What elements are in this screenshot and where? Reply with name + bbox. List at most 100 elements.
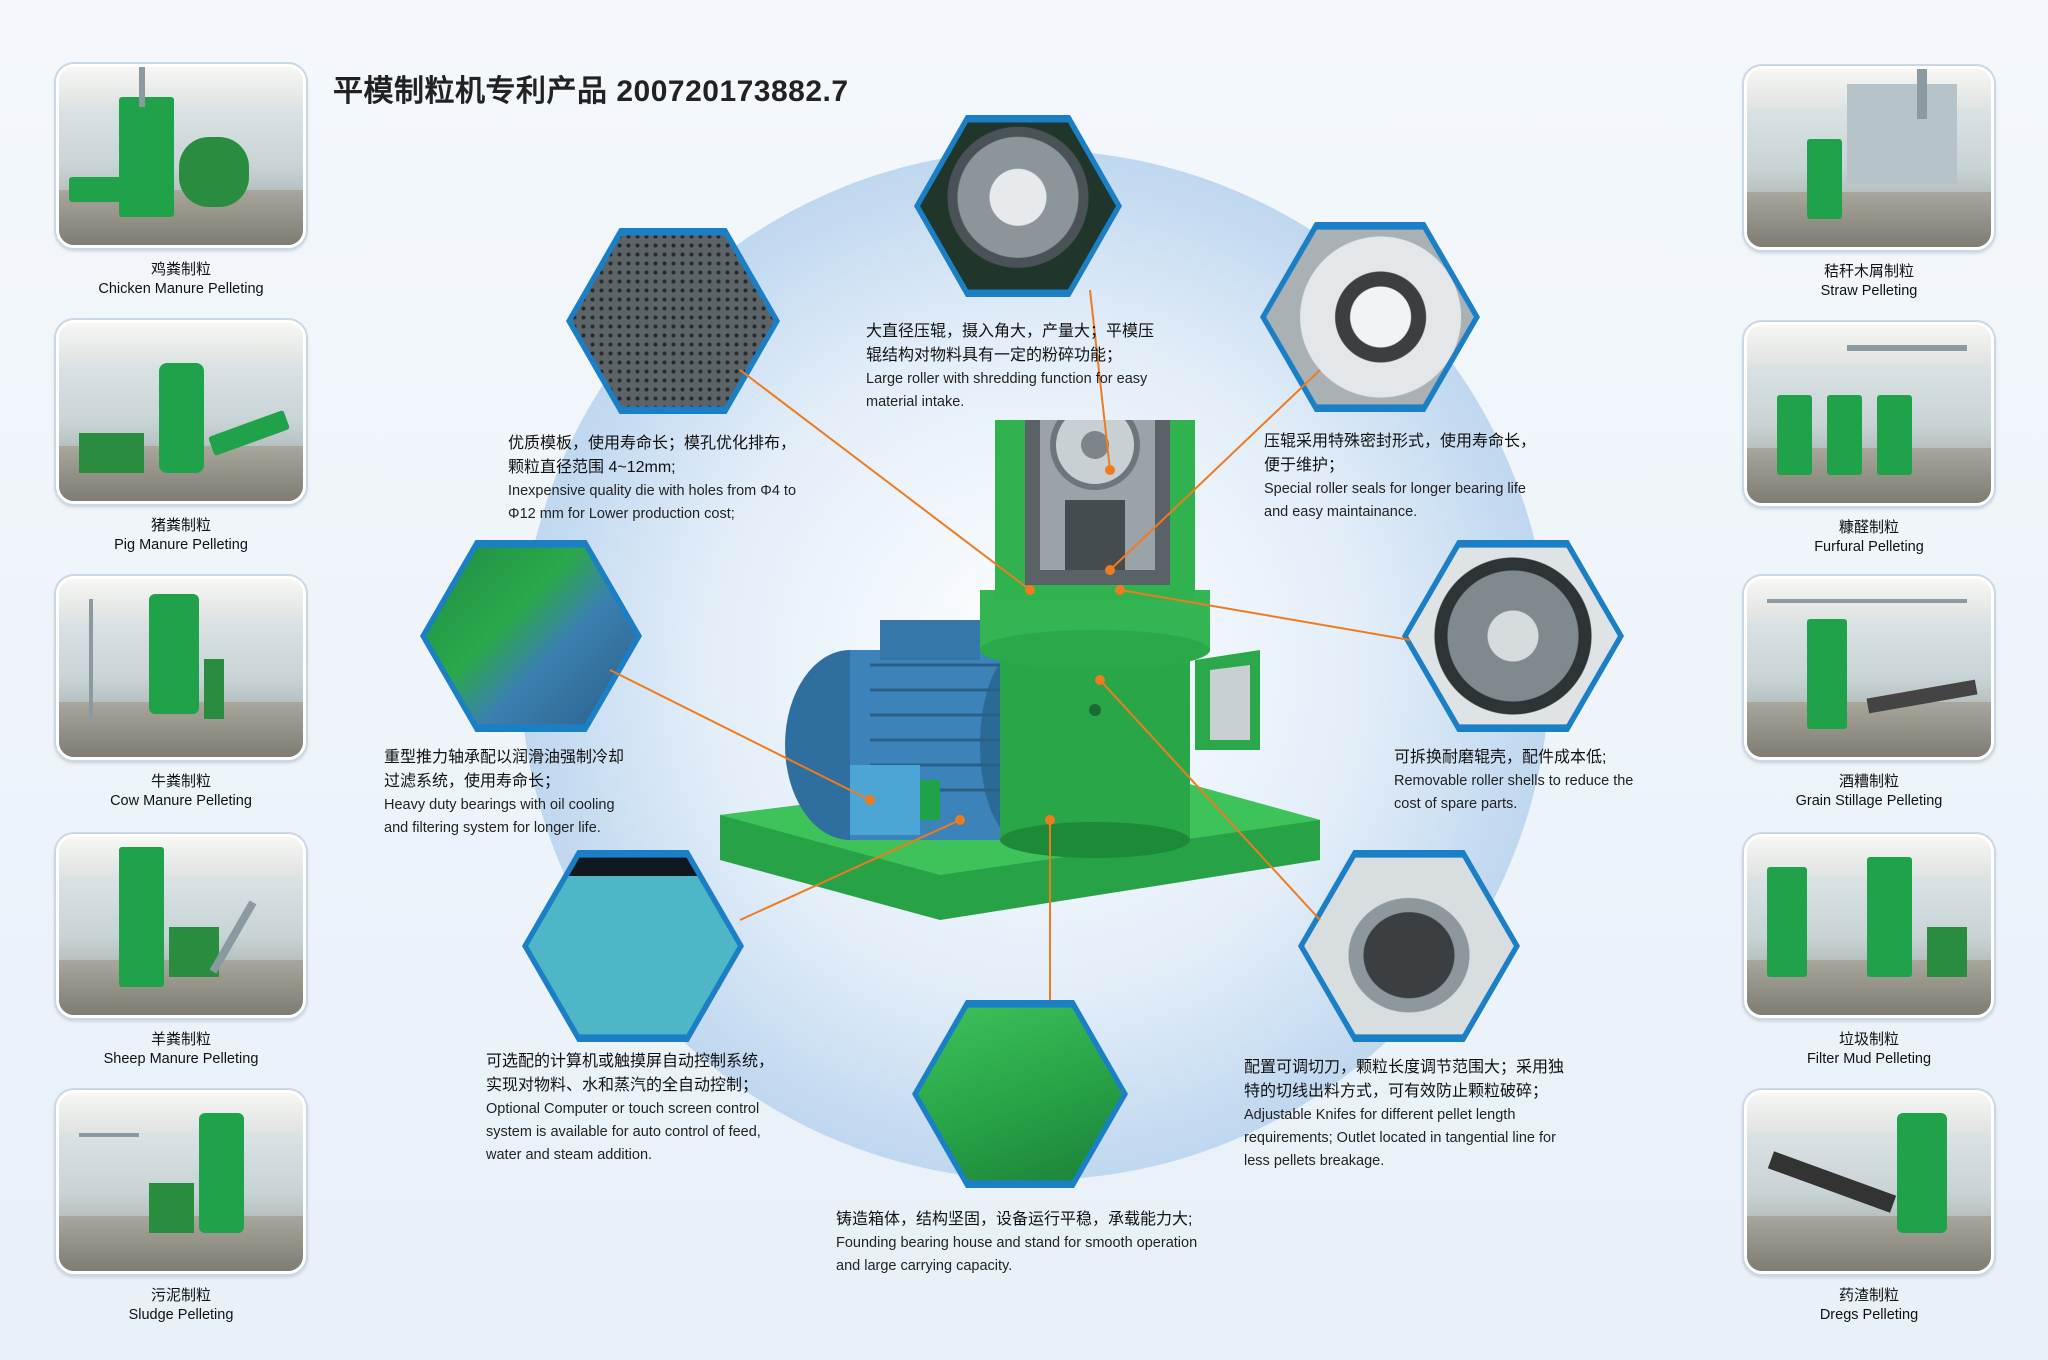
callout-dot [1095, 675, 1105, 685]
page-title: 平模制粒机专利产品 200720173882.7 [333, 75, 849, 108]
app-name-zh: 酒糟制粒 [1838, 773, 1899, 790]
hex-large-roller-image [920, 122, 1116, 290]
app-card-pig: 猪粪制粒 Pig Manure Pelleting [56, 320, 306, 553]
callout-en-line: and filtering system for longer life. [384, 820, 601, 836]
app-name-zh: 糠醛制粒 [1838, 519, 1899, 536]
app-card-sludge: 污泥制粒 Sludge Pelleting [56, 1090, 306, 1323]
app-photo [56, 576, 306, 760]
callout-bearing: 重型推力轴承配以润滑油强制冷却 过滤系统，使用寿命长； Heavy duty b… [384, 746, 714, 840]
app-photo [56, 834, 306, 1018]
app-card-straw: 秸秆木屑制粒 Straw Pelleting [1744, 66, 1994, 299]
app-name-en: Sludge Pelleting [128, 1307, 234, 1323]
app-name-zh: 鸡粪制粒 [150, 261, 211, 278]
callout-dot [955, 815, 965, 825]
callout-zh-line: 辊结构对物料具有一定的粉碎功能； [866, 347, 1123, 364]
app-photo [56, 320, 306, 504]
hex-bearing-image [426, 547, 636, 725]
callout-zh-line: 便于维护； [1264, 457, 1345, 474]
app-name-zh: 羊粪制粒 [150, 1031, 211, 1048]
app-name-zh: 垃圾制粒 [1838, 1031, 1899, 1048]
callout-en-line: system is available for auto control of … [486, 1124, 761, 1140]
callout-en-line: Optional Computer or touch screen contro… [486, 1101, 760, 1117]
app-card-dregs: 药渣制粒 Dregs Pelleting [1744, 1090, 1994, 1323]
callout-en-line: Large roller with shredding function for… [866, 371, 1148, 387]
callout-zh-line: 过滤系统，使用寿命长； [384, 773, 561, 790]
callout-zh-line: 配置可调切刀，颗粒长度调节范围大；采用独 [1244, 1059, 1565, 1076]
callout-dot [1105, 465, 1115, 475]
callout-line-seal [1109, 369, 1321, 571]
app-photo [1744, 576, 1994, 760]
callout-shell: 可拆换耐磨辊壳，配件成本低; Removable roller shells t… [1394, 746, 1694, 816]
callout-en-line: Φ12 mm for Lower production cost; [508, 506, 735, 522]
app-name-zh: 猪粪制粒 [150, 517, 211, 534]
callout-roller: 大直径压辊，摄入角大，产量大；平模压 辊结构对物料具有一定的粉碎功能； Larg… [866, 320, 1196, 414]
app-card-stillage: 酒糟制粒 Grain Stillage Pelleting [1744, 576, 1994, 809]
callout-line-knife [1099, 679, 1321, 921]
hex-knife-image [1304, 857, 1514, 1035]
callout-zh-line: 颗粒直径范围 4~12mm; [508, 459, 676, 476]
callout-line-roller [1089, 289, 1111, 471]
hex-housing-image [918, 1007, 1122, 1181]
callout-zh-line: 特的切线出料方式，可有效防止颗粒破碎； [1244, 1083, 1549, 1100]
callout-dot [1115, 585, 1125, 595]
callout-dot [865, 795, 875, 805]
hex-roller-seal-image [1266, 229, 1474, 405]
callout-zh-line: 压辊采用特殊密封形式，使用寿命长， [1264, 433, 1537, 450]
app-card-filter-mud: 垃圾制粒 Filter Mud Pelleting [1744, 834, 1994, 1067]
callout-en-line: Adjustable Knifes for different pellet l… [1244, 1107, 1516, 1123]
callout-en-line: and easy maintainance. [1264, 504, 1418, 520]
callout-line-bearing [609, 669, 871, 801]
callout-en-line: Heavy duty bearings with oil cooling [384, 797, 615, 813]
app-card-cow: 牛粪制粒 Cow Manure Pelleting [56, 576, 306, 809]
callout-zh-line: 实现对物料、水和蒸汽的全自动控制； [486, 1077, 759, 1094]
hex-roller-shell-image [1408, 547, 1618, 725]
app-photo [56, 1090, 306, 1274]
callout-zh-line: 重型推力轴承配以润滑油强制冷却 [384, 749, 625, 766]
callout-en-line: Special roller seals for longer bearing … [1264, 481, 1526, 497]
app-name-en: Filter Mud Pelleting [1806, 1051, 1932, 1067]
callout-zh-line: 可拆换耐磨辊壳，配件成本低; [1394, 749, 1607, 766]
callout-en-line: requirements; Outlet located in tangenti… [1244, 1130, 1556, 1146]
app-name-zh: 秸秆木屑制粒 [1823, 263, 1914, 280]
callout-en-line: less pellets breakage. [1244, 1153, 1385, 1169]
callout-die: 优质模板，使用寿命长；模孔优化排布， 颗粒直径范围 4~12mm; Inexpe… [508, 432, 838, 526]
app-card-furfural: 糠醛制粒 Furfural Pelleting [1744, 322, 1994, 555]
callout-zh-line: 铸造箱体，结构坚固，设备运行平稳，承载能力大; [836, 1211, 1193, 1228]
callout-housing: 铸造箱体，结构坚固，设备运行平稳，承载能力大; Founding bearing… [836, 1208, 1236, 1278]
callout-line-die [739, 369, 1031, 591]
callout-en-line: material intake. [866, 394, 965, 410]
app-photo [56, 64, 306, 248]
hex-control-screen-image [528, 857, 738, 1035]
app-name-zh: 污泥制粒 [150, 1287, 211, 1304]
callout-en-line: Inexpensive quality die with holes from … [508, 483, 797, 499]
callout-zh-line: 优质模板，使用寿命长；模孔优化排布， [508, 435, 797, 452]
callout-en-line: Founding bearing house and stand for smo… [836, 1235, 1198, 1251]
callout-en-line: and large carrying capacity. [836, 1258, 1013, 1274]
app-name-zh: 药渣制粒 [1838, 1287, 1899, 1304]
app-name-en: Straw Pelleting [1820, 283, 1918, 299]
app-name-en: Furfural Pelleting [1814, 539, 1924, 555]
app-card-chicken: 鸡粪制粒 Chicken Manure Pelleting [56, 64, 306, 297]
app-name-en: Grain Stillage Pelleting [1795, 793, 1943, 809]
callout-en-line: cost of spare parts. [1394, 796, 1518, 812]
callout-dot [1105, 565, 1115, 575]
callout-dot [1045, 815, 1055, 825]
app-photo [1744, 1090, 1994, 1274]
callout-zh-line: 大直径压辊，摄入角大，产量大；平模压 [866, 323, 1155, 340]
app-name-zh: 牛粪制粒 [150, 773, 211, 790]
app-name-en: Dregs Pelleting [1819, 1307, 1919, 1323]
app-photo [1744, 834, 1994, 1018]
callout-line-control [739, 819, 961, 921]
app-photo [1744, 66, 1994, 250]
app-name-en: Cow Manure Pelleting [110, 793, 252, 809]
callout-line-shell [1119, 589, 1411, 641]
callout-seal: 压辊采用特殊密封形式，使用寿命长， 便于维护； Special roller s… [1264, 430, 1594, 524]
app-name-en: Pig Manure Pelleting [114, 537, 248, 553]
app-photo [1744, 322, 1994, 506]
app-card-sheep: 羊粪制粒 Sheep Manure Pelleting [56, 834, 306, 1067]
app-name-en: Chicken Manure Pelleting [98, 281, 264, 297]
callout-en-line: water and steam addition. [486, 1147, 653, 1163]
app-name-en: Sheep Manure Pelleting [103, 1051, 259, 1067]
hex-die-image [572, 235, 774, 407]
